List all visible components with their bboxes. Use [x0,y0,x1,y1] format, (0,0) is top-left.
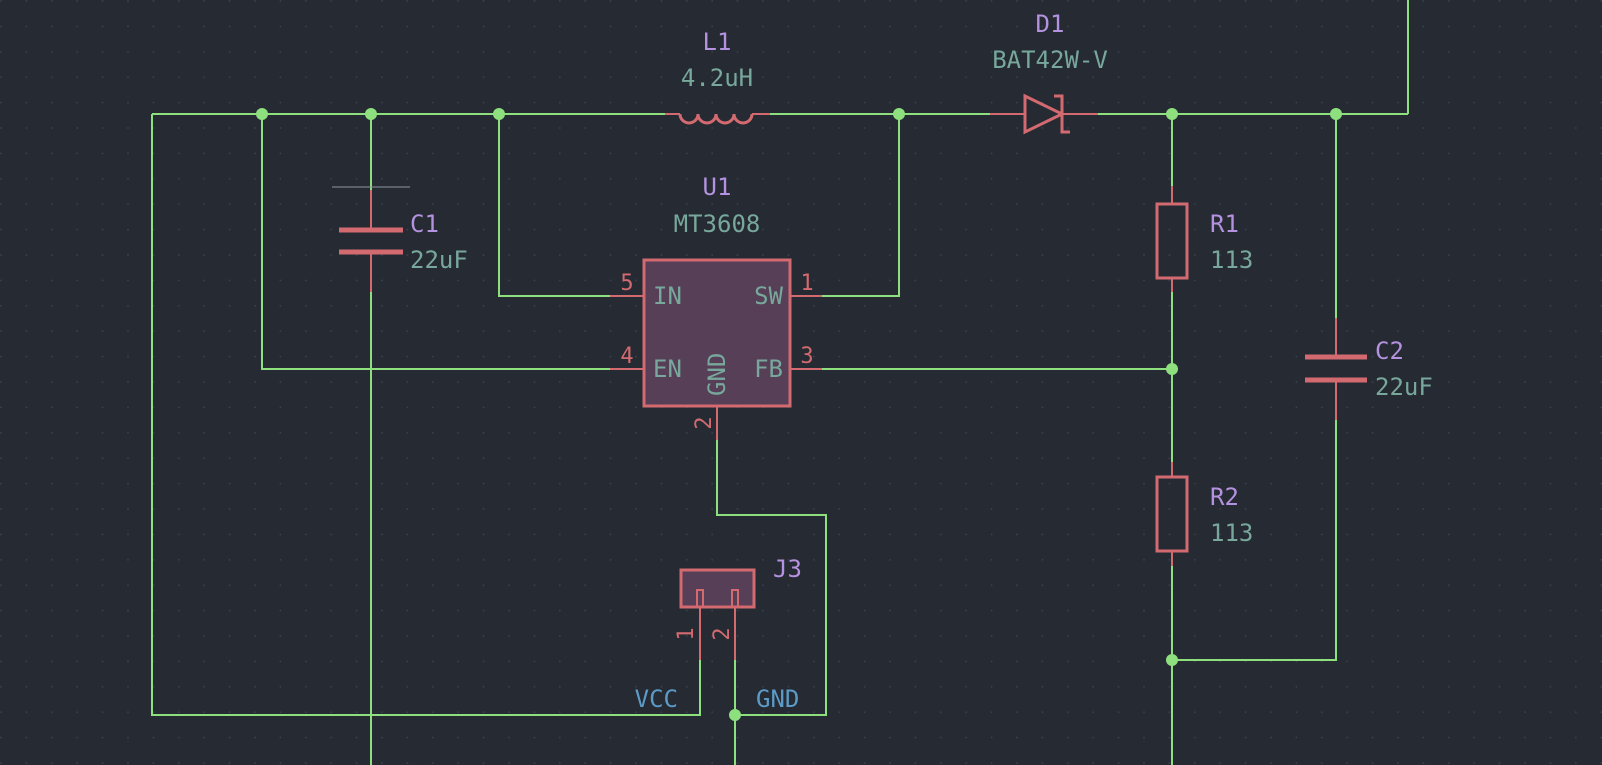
c1-reference: C1 [410,210,439,238]
u1-pin-en-number: 4 [620,344,633,369]
wires [151,0,1409,765]
connector-j3[interactable]: J3 1 2 [674,555,802,660]
capacitor-c1[interactable]: C1 22uF [332,186,468,292]
u1-pin-fb-name: FB [754,355,783,383]
wire-in[interactable] [498,114,610,297]
c1-value: 22uF [410,246,468,274]
j3-reference: J3 [773,555,802,583]
r2-reference: R2 [1210,483,1239,511]
inductor-l1[interactable]: L1 4.2uH [665,28,770,125]
net-label-vcc[interactable]: VCC [635,685,678,713]
junction[interactable] [256,108,268,120]
u1-pin-fb-number: 3 [800,344,813,369]
junction[interactable] [1330,108,1342,120]
junctions [256,108,1342,721]
junction[interactable] [893,108,905,120]
u1-pin-gnd-number: 2 [692,416,717,429]
wire-en[interactable] [261,114,610,370]
wire-c2-bottom[interactable] [1172,420,1337,661]
u1-value: MT3608 [674,210,761,238]
j3-pin2-number: 2 [710,627,735,640]
junction[interactable] [1166,654,1178,666]
wire-gnd[interactable] [716,440,827,716]
junction[interactable] [1166,108,1178,120]
u1-pin-sw-number: 1 [800,271,813,296]
diode-d1[interactable]: D1 BAT42W-V [990,10,1108,135]
j3-pin1-number: 1 [674,627,699,640]
junction[interactable] [493,108,505,120]
junction[interactable] [729,709,741,721]
junction[interactable] [365,108,377,120]
r1-value: 113 [1210,246,1253,274]
l1-value: 4.2uH [681,64,753,92]
c2-reference: C2 [1375,337,1404,365]
d1-reference: D1 [1036,10,1065,38]
u1-pin-in-name: IN [653,282,682,310]
u1-reference: U1 [703,173,732,201]
u1-pin-en-name: EN [653,355,682,383]
ic-u1[interactable]: U1 MT3608 5 4 1 3 2 IN EN SW FB GND [610,173,822,440]
resistor-r2[interactable]: R2 113 [1155,462,1253,566]
u1-pin-in-number: 5 [620,271,633,296]
u1-pin-sw-name: SW [754,282,783,310]
u1-body[interactable] [642,258,792,408]
c2-value: 22uF [1375,373,1433,401]
r2-value: 113 [1210,519,1253,547]
capacitor-c2[interactable]: C2 22uF [1305,318,1433,420]
r1-reference: R1 [1210,210,1239,238]
l1-reference: L1 [703,28,732,56]
d1-value: BAT42W-V [992,46,1108,74]
resistor-r1[interactable]: R1 113 [1155,186,1253,292]
wire-top-left[interactable] [151,114,701,716]
u1-pin-gnd-name: GND [703,353,731,396]
net-label-gnd[interactable]: GND [756,685,799,713]
junction[interactable] [1166,363,1178,375]
wire-sw[interactable] [822,114,900,297]
